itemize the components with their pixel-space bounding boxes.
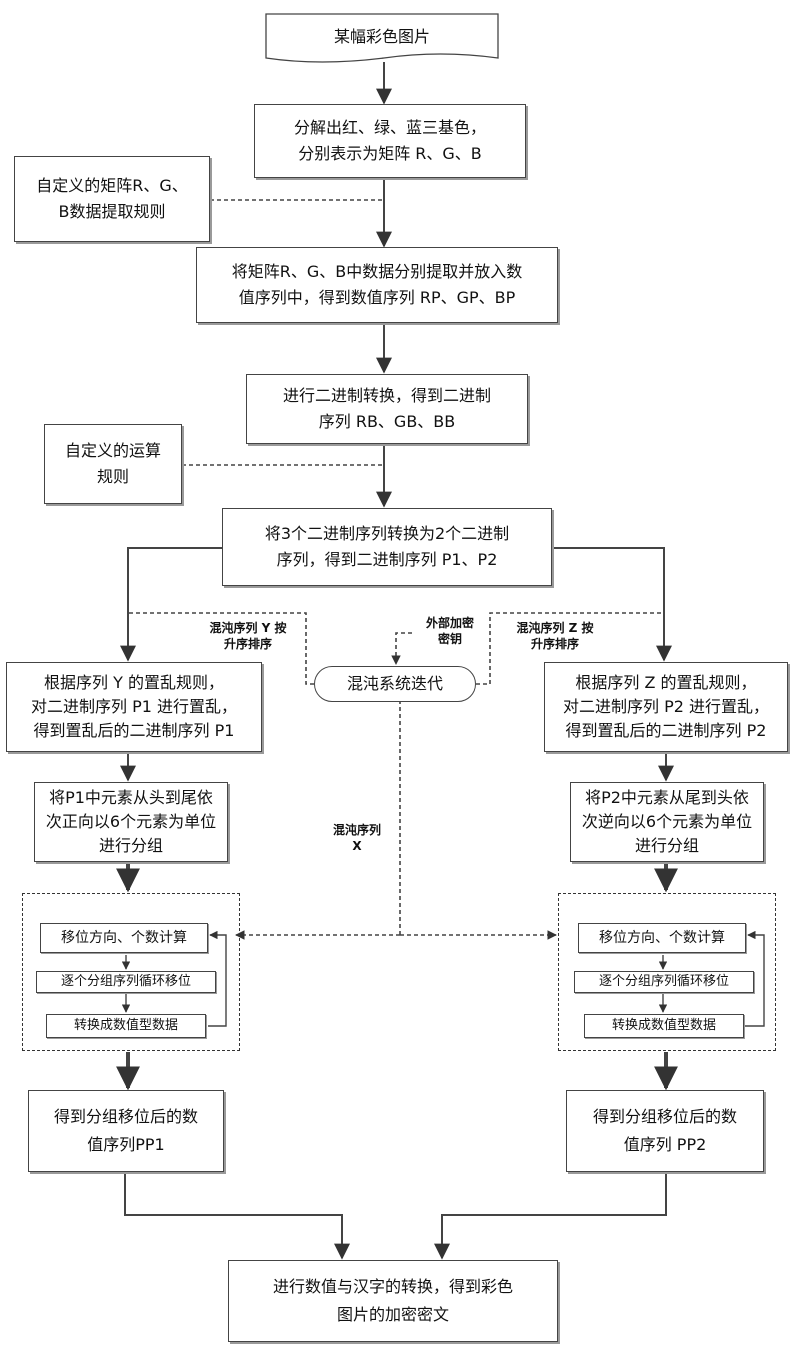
- to-num-right-box: 转换成数值型数据: [584, 1014, 744, 1038]
- scramble-right-box: 根据序列 Z 的置乱规则， 对二进制序列 P2 进行置乱， 得到置乱后的二进制序…: [544, 662, 788, 752]
- result-right-box: 得到分组移位后的数 值序列 PP2: [566, 1090, 764, 1172]
- start-label: 某幅彩色图片: [266, 24, 498, 50]
- binary-box: 进行二进制转换，得到二进制 序列 RB、GB、BB: [246, 374, 528, 444]
- scramble-left-box: 根据序列 Y 的置乱规则， 对二进制序列 P1 进行置乱， 得到置乱后的二进制序…: [6, 662, 262, 752]
- arrow-left-final: [125, 1172, 342, 1258]
- group-right-box: 将P2中元素从尾到头依 次逆向以6个元素为单位 进行分组: [570, 782, 764, 862]
- chaos-z-label: 混沌序列 Z 按 升序排序: [496, 620, 614, 652]
- chaos-x-label: 混沌序列 X: [322, 822, 392, 854]
- shift-loop-left-box: 逐个分组序列循环移位: [36, 971, 216, 993]
- shift-calc-right-box: 移位方向、个数计算: [578, 923, 746, 953]
- shift-calc-left-box: 移位方向、个数计算: [40, 923, 208, 953]
- shift-loop-right-box: 逐个分组序列循环移位: [574, 971, 754, 993]
- decompose-box: 分解出红、绿、蓝三基色， 分别表示为矩阵 R、G、B: [254, 104, 526, 178]
- result-left-box: 得到分组移位后的数 值序列PP1: [28, 1090, 224, 1172]
- arrow-right-final: [442, 1172, 666, 1258]
- final-box: 进行数值与汉字的转换，得到彩色 图片的加密密文: [228, 1260, 558, 1342]
- to-num-left-box: 转换成数值型数据: [46, 1014, 206, 1038]
- rule-op-box: 自定义的运算 规则: [44, 424, 182, 504]
- convert-box: 将3个二进制序列转换为2个二进制 序列，得到二进制序列 P1、P2: [222, 508, 552, 586]
- extract-box: 将矩阵R、G、B中数据分别提取并放入数 值序列中，得到数值序列 RP、GP、BP: [196, 247, 558, 323]
- dash-key-chaos: [396, 633, 412, 664]
- chaos-system-box: 混沌系统迭代: [314, 666, 476, 702]
- rule-extract-box: 自定义的矩阵R、G、 B数据提取规则: [14, 156, 210, 242]
- group-left-box: 将P1中元素从头到尾依 次正向以6个元素为单位 进行分组: [34, 782, 228, 862]
- chaos-y-label: 混沌序列 Y 按 升序排序: [190, 620, 306, 652]
- external-key-label: 外部加密 密钥: [412, 615, 488, 647]
